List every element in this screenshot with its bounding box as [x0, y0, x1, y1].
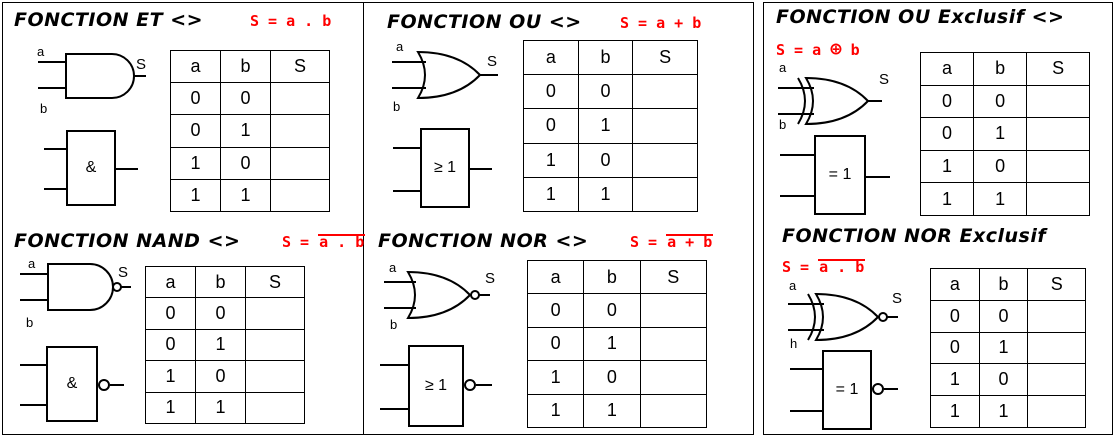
- title-nor: FONCTION NOR <>: [378, 230, 589, 252]
- nand-gate-symbol: [20, 263, 131, 311]
- input-b-label: b: [40, 101, 48, 116]
- xnor-block-symbol: = 1: [822, 350, 872, 430]
- block-input-line: [780, 195, 814, 197]
- negation-bubble: [464, 379, 476, 391]
- formula-nor: S = a + b: [630, 233, 714, 251]
- block-input-line: [780, 154, 814, 156]
- xor-gate-symbol: [778, 76, 882, 126]
- output-s-label: S: [892, 290, 903, 307]
- formula-nand: S = a . b: [282, 233, 366, 251]
- title-xor: FONCTION OU Exclusif <>: [776, 6, 1065, 28]
- formula-xnor: S = a . b: [782, 258, 866, 276]
- input-a-label: a: [389, 260, 397, 275]
- block-output-line: [116, 168, 138, 170]
- input-a-label: a: [28, 256, 36, 271]
- negation-bubble: [98, 379, 110, 391]
- input-b-label: b: [390, 317, 398, 332]
- output-s-label: S: [487, 53, 498, 70]
- or-gate-symbol: [392, 50, 498, 100]
- and-gate-symbol: [38, 53, 146, 99]
- block-input-line: [380, 408, 408, 410]
- panel-right: [763, 2, 1113, 435]
- negation-bubble: [872, 383, 884, 395]
- formula-xor: S = a ⊕ b: [776, 38, 860, 60]
- xnor-gate-symbol: [788, 292, 898, 342]
- input-a-label: a: [37, 44, 45, 59]
- output-s-label: S: [485, 270, 496, 287]
- and-block-symbol: &: [66, 130, 116, 206]
- block-input-line: [393, 147, 420, 149]
- output-s-label: S: [879, 71, 890, 88]
- xor-block-symbol: = 1: [814, 135, 866, 215]
- block-input-line: [20, 404, 46, 406]
- output-s-label: S: [118, 264, 129, 281]
- block-output-line: [476, 384, 492, 386]
- input-a-label: a: [396, 39, 404, 54]
- formula-ou: S = a + b: [620, 14, 702, 32]
- block-input-line: [393, 190, 420, 192]
- or-block-symbol: ≥ 1: [420, 128, 470, 208]
- block-input-line: [20, 364, 46, 366]
- title-xnor: FONCTION NOR Exclusif: [782, 225, 1047, 247]
- input-a-label: a: [789, 278, 797, 293]
- input-b-label: b: [26, 315, 34, 330]
- input-h-label: h: [790, 336, 798, 351]
- block-output-line: [884, 388, 898, 390]
- input-a-label: a: [779, 60, 787, 75]
- block-output-line: [110, 384, 124, 386]
- nand-block-symbol: &: [46, 346, 98, 422]
- block-input-line: [380, 364, 408, 366]
- block-input-line: [44, 148, 66, 150]
- block-output-line: [470, 168, 492, 170]
- block-input-line: [790, 410, 822, 412]
- title-et: FONCTION ET <>: [14, 9, 204, 31]
- block-output-line: [866, 176, 890, 178]
- output-s-label: S: [136, 56, 147, 73]
- block-input-line: [44, 188, 66, 190]
- input-b-label: b: [393, 99, 401, 114]
- formula-et: S = a . b: [250, 12, 332, 30]
- block-input-line: [790, 368, 822, 370]
- nor-gate-symbol: [384, 270, 490, 320]
- panel-middle: [363, 2, 754, 435]
- title-nand: FONCTION NAND <>: [14, 230, 241, 252]
- title-ou: FONCTION OU <>: [387, 11, 582, 33]
- input-b-label: b: [779, 117, 787, 132]
- nor-block-symbol: ≥ 1: [408, 345, 464, 427]
